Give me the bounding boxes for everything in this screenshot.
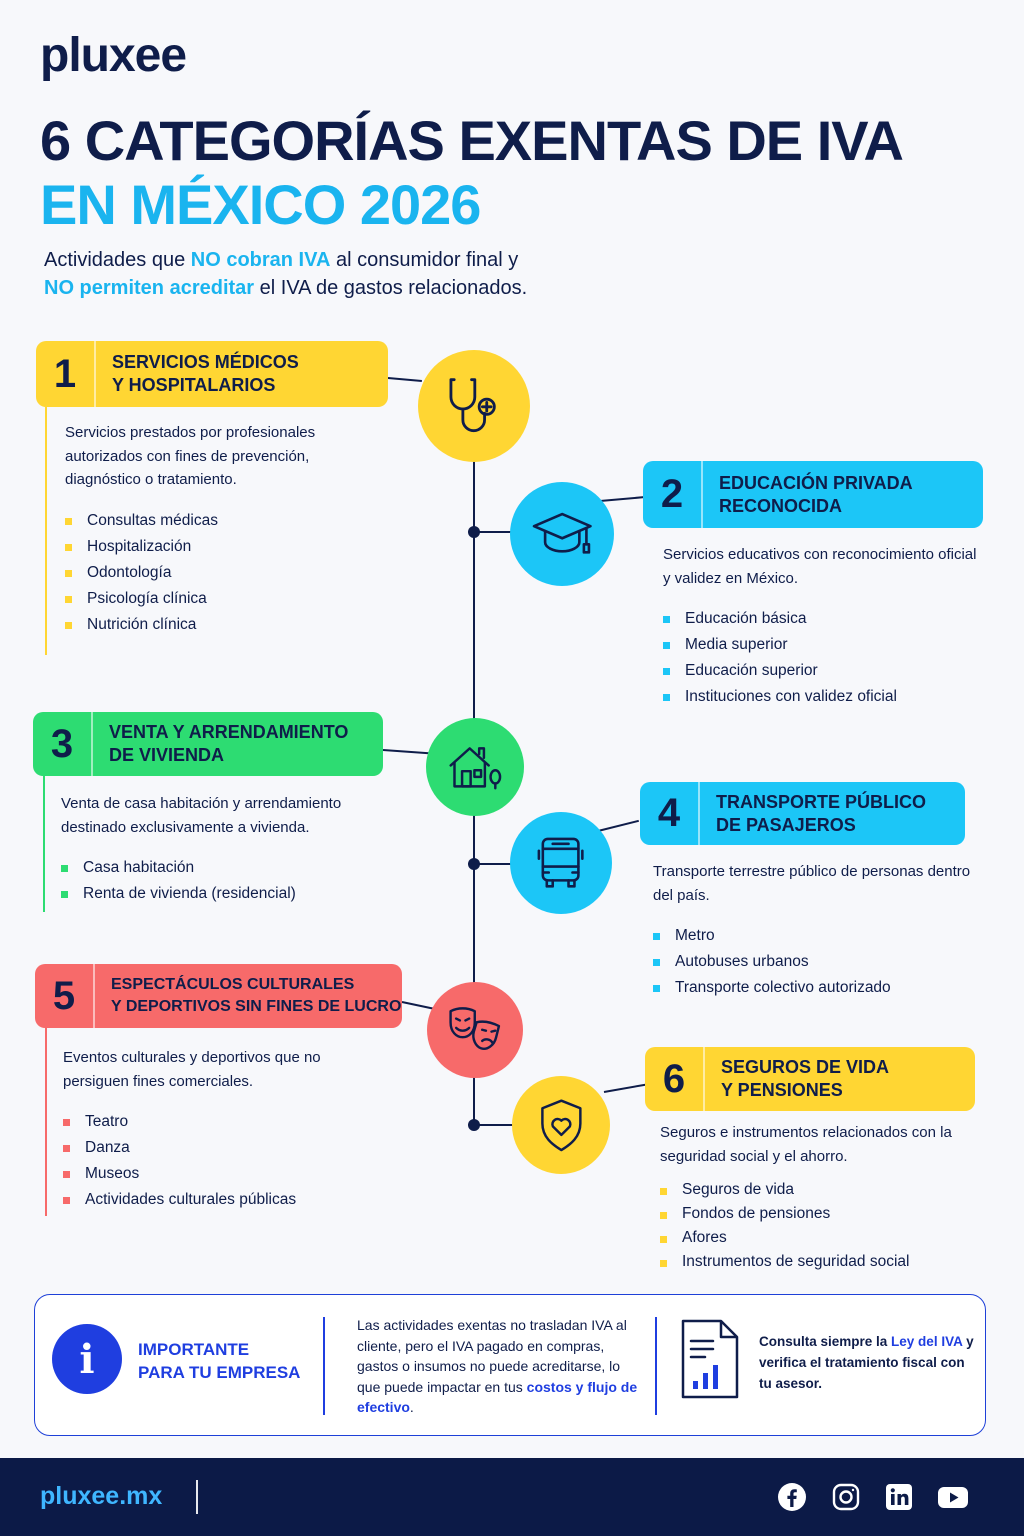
category-number: 2 (660, 472, 684, 516)
list-item: Nutrición clínica (65, 612, 365, 638)
list-item: Psicología clínica (65, 586, 365, 612)
category-body-2: Servicios educativos con reconocimiento … (643, 528, 983, 718)
page-subtitle: Actividades que NO cobran IVA al consumi… (44, 249, 528, 299)
divider (323, 1317, 325, 1415)
site-link[interactable]: pluxee.mx (40, 1482, 163, 1510)
divider (93, 964, 95, 1028)
important-text: Las actividades exentas no trasladan IVA… (357, 1317, 638, 1415)
page-title-highlight: EN MÉXICO 2026 (40, 173, 481, 236)
divider (196, 1480, 198, 1514)
list-item: Museos (63, 1161, 385, 1187)
divider (91, 712, 93, 776)
category-description: Eventos culturales y deportivos que no p… (63, 1049, 321, 1090)
category-number: 4 (657, 791, 681, 835)
list-item: Consultas médicas (65, 508, 365, 534)
page-title: 6 CATEGORÍAS EXENTAS DE IVA (40, 109, 904, 172)
category-number: 3 (50, 721, 74, 766)
list-item: Afores (660, 1226, 980, 1250)
list-item: Educación básica (663, 606, 983, 632)
list-item: Autobuses urbanos (653, 949, 973, 975)
category-number: 1 (53, 351, 77, 396)
list-item: Teatro (63, 1109, 385, 1135)
instagram-icon[interactable] (831, 1482, 861, 1512)
info-icon: i (52, 1324, 122, 1394)
category-list: Educación básica Media superior Educació… (663, 606, 983, 710)
youtube-icon[interactable] (937, 1482, 969, 1512)
category-list: Seguros de vida Fondos de pensiones Afor… (660, 1178, 980, 1274)
category-list: Consultas médicas Hospitalización Odonto… (65, 508, 365, 638)
linkedin-icon[interactable] (884, 1482, 914, 1512)
category-body-4: Transporte terrestre público de personas… (633, 845, 973, 1005)
category-body-5: Eventos culturales y deportivos que no p… (45, 1028, 385, 1216)
category-number: 6 (662, 1056, 686, 1101)
footer: pluxee.mx (0, 1458, 1024, 1536)
connector (474, 1124, 516, 1126)
house-icon (426, 718, 524, 816)
divider (698, 782, 700, 845)
connector (474, 863, 514, 865)
list-item: Hospitalización (65, 534, 365, 560)
category-description: Venta de casa habitación y arrendamiento… (61, 795, 342, 836)
bus-icon (510, 812, 612, 914)
category-list: Casa habitación Renta de vivienda (resid… (61, 855, 383, 907)
connector (401, 1001, 434, 1010)
list-item: Fondos de pensiones (660, 1202, 980, 1226)
category-description: Seguros e instrumentos relacionados con … (660, 1124, 952, 1165)
list-item: Media superior (663, 632, 983, 658)
list-item: Instituciones con validez oficial (663, 684, 983, 710)
connector (474, 531, 514, 533)
facebook-icon[interactable] (777, 1482, 807, 1512)
category-body-6: Seguros e instrumentos relacionados con … (640, 1111, 980, 1276)
divider (703, 1047, 705, 1111)
category-description: Servicios prestados por profesionales au… (65, 424, 316, 488)
list-item: Transporte colectivo autorizado (653, 975, 973, 1001)
connector (597, 819, 639, 832)
list-item: Renta de vivienda (residencial) (61, 881, 383, 907)
list-item: Seguros de vida (660, 1178, 980, 1202)
stethoscope-icon (418, 350, 530, 462)
list-item: Odontología (65, 560, 365, 586)
category-description: Transporte terrestre público de personas… (653, 863, 971, 904)
theater-masks-icon (427, 982, 523, 1078)
category-body-1: Servicios prestados por profesionales au… (45, 407, 365, 655)
connector (387, 377, 422, 382)
divider (655, 1317, 657, 1415)
category-description: Servicios educativos con reconocimiento … (663, 546, 977, 587)
divider (94, 341, 96, 407)
document-chart-icon (681, 1319, 739, 1399)
connector (599, 496, 644, 502)
list-item: Metro (653, 923, 973, 949)
list-item: Educación superior (663, 658, 983, 684)
category-list: Metro Autobuses urbanos Transporte colec… (653, 923, 973, 1001)
list-item: Actividades culturales públicas (63, 1187, 385, 1213)
connector (382, 749, 429, 755)
shield-heart-icon (512, 1076, 610, 1174)
list-item: Casa habitación (61, 855, 383, 881)
graduation-cap-icon (510, 482, 614, 586)
category-body-3: Venta de casa habitación y arrendamiento… (43, 776, 383, 912)
brand-logo: pluxee (40, 29, 187, 82)
connector (603, 1083, 646, 1093)
category-list: Teatro Danza Museos Actividades cultural… (63, 1109, 385, 1213)
category-number: 5 (52, 973, 76, 1018)
list-item: Instrumentos de seguridad social (660, 1250, 980, 1274)
divider (701, 461, 703, 528)
list-item: Danza (63, 1135, 385, 1161)
important-note: Consulta siempre la Ley del IVA y verifi… (759, 1334, 974, 1391)
